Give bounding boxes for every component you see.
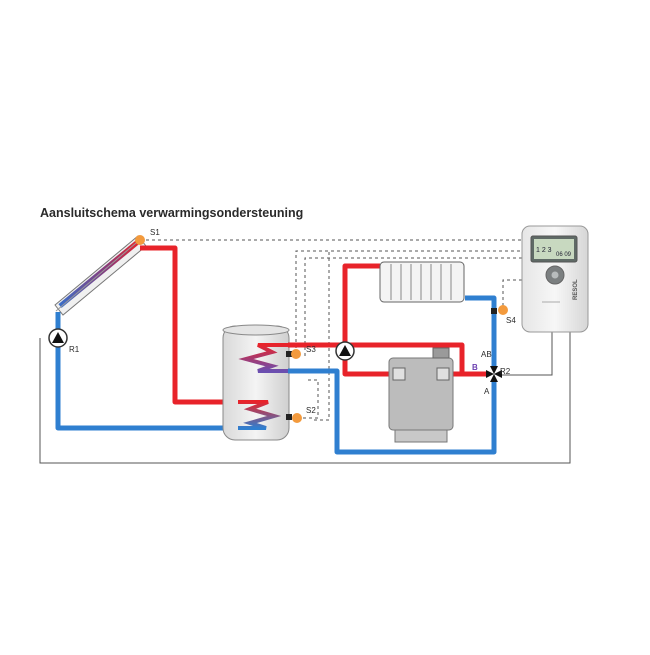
cable-s2-up: [304, 257, 522, 356]
storage-tank: [222, 324, 290, 441]
sensor-cables: [146, 239, 522, 421]
sensor-s3: [291, 349, 301, 359]
cable-s3: [295, 250, 522, 354]
pump-heating: [335, 341, 355, 361]
controller: 1 2 3 06 09 RESOL: [521, 225, 589, 333]
pump-r1: [48, 328, 68, 348]
cable-r2: [497, 330, 553, 376]
solar-collector: [54, 235, 147, 316]
valve-r2: [486, 366, 502, 382]
labels: S1 R1 S3 S2 S4 AB R2 A B: [69, 228, 516, 415]
tank-cold-return: [288, 368, 497, 455]
solar-cold-pipe: [55, 343, 262, 431]
sensor-s4: [498, 305, 508, 315]
controller-brand: RESOL: [573, 279, 579, 300]
radiator-return: [465, 295, 497, 366]
label-b: B: [472, 363, 478, 372]
boiler: [388, 347, 454, 443]
label-ab: AB: [481, 350, 492, 359]
label-s2: S2: [306, 406, 316, 415]
cable-r1: [39, 330, 571, 464]
cable-pump-heating: [312, 252, 330, 421]
diagram-title: Aansluitschema verwarmingsondersteuning: [40, 206, 304, 220]
label-s1: S1: [150, 228, 160, 237]
controller-display-left: 1 2 3: [536, 247, 552, 254]
controller-display-right: 06 09: [556, 252, 572, 258]
radiator: [379, 261, 465, 303]
power-cables: [39, 330, 571, 464]
label-a: A: [484, 387, 490, 396]
cable-s4: [502, 279, 522, 306]
label-s3: S3: [306, 345, 316, 354]
boiler-return-hot: [342, 360, 406, 377]
sensor-mounts: [286, 308, 497, 420]
upper-coil: [238, 343, 288, 373]
label-s4: S4: [506, 316, 516, 325]
sensor-s1: [135, 235, 145, 245]
lower-coil: [238, 400, 282, 430]
label-r1: R1: [69, 345, 80, 354]
sensor-s2: [292, 413, 302, 423]
label-r2: R2: [500, 367, 511, 376]
radiator-supply-hot: [342, 263, 380, 352]
